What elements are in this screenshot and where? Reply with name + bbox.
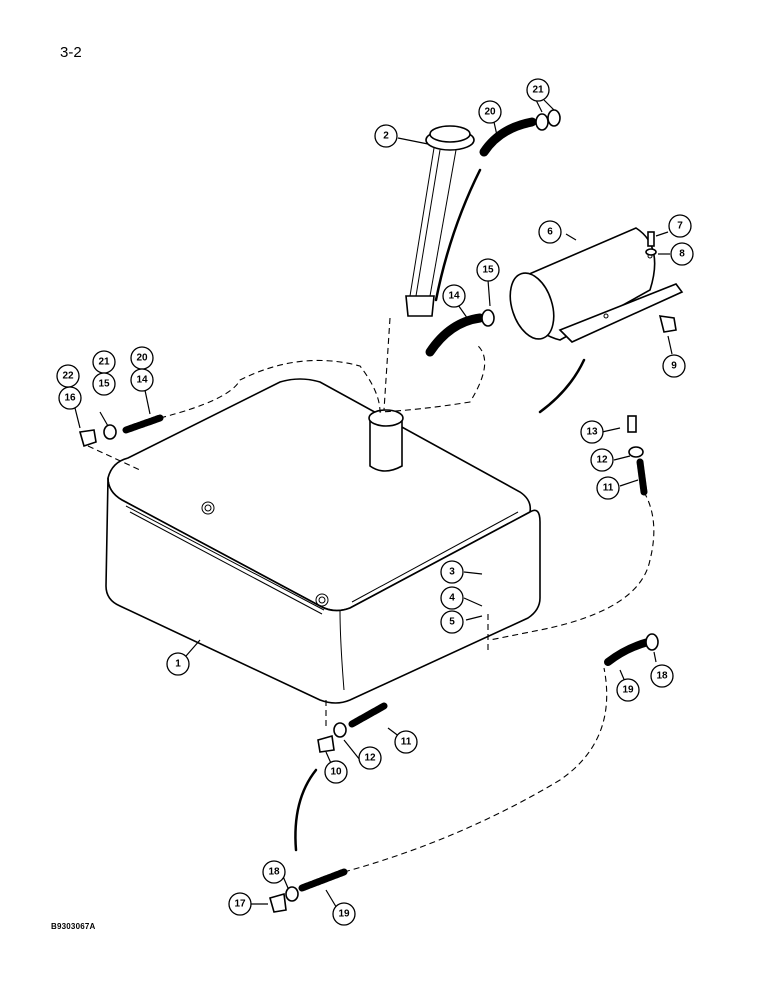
callout-3: 3 <box>440 560 464 584</box>
callout-15-mid: 15 <box>476 258 500 282</box>
callout-7: 7 <box>668 214 692 238</box>
callout-11-right: 11 <box>596 476 620 500</box>
callout-14-left: 14 <box>130 368 154 392</box>
callout-18-right: 18 <box>650 664 674 688</box>
svg-text:20: 20 <box>136 353 148 364</box>
cover-hardware <box>645 231 677 333</box>
svg-text:16: 16 <box>64 393 76 404</box>
svg-text:11: 11 <box>603 483 614 494</box>
leader-lines <box>73 99 673 911</box>
svg-text:12: 12 <box>596 455 608 466</box>
svg-text:13: 13 <box>586 427 598 438</box>
callout-18-bottom: 18 <box>262 860 286 884</box>
svg-text:3: 3 <box>449 567 455 578</box>
svg-text:10: 10 <box>330 767 342 778</box>
page-number: 3-2 <box>60 44 82 61</box>
svg-text:6: 6 <box>547 227 553 238</box>
callout-6: 6 <box>538 220 562 244</box>
callout-9: 9 <box>662 354 686 378</box>
callout-19-bottom: 19 <box>332 902 356 926</box>
svg-text:18: 18 <box>268 867 280 878</box>
svg-text:8: 8 <box>679 249 685 260</box>
callout-1: 1 <box>166 652 190 676</box>
callout-12-bottom: 12 <box>358 746 382 770</box>
callout-5: 5 <box>440 610 464 634</box>
svg-text:19: 19 <box>622 685 634 696</box>
callout-17: 17 <box>228 892 252 916</box>
hose-clamp-icon <box>103 109 659 902</box>
callout-12-right: 12 <box>590 448 614 472</box>
callout-16: 16 <box>58 386 82 410</box>
svg-text:2: 2 <box>383 131 389 142</box>
svg-text:5: 5 <box>449 617 455 628</box>
filler-cap-icon <box>405 125 475 317</box>
elbow-fitting-icon <box>78 415 637 913</box>
fuel-tank-icon <box>105 378 541 704</box>
svg-text:14: 14 <box>136 375 148 386</box>
svg-text:22: 22 <box>62 371 74 382</box>
figure-code: B9303067A <box>51 922 96 931</box>
callout-14-mid: 14 <box>442 284 466 308</box>
svg-text:4: 4 <box>449 593 455 604</box>
callout-8: 8 <box>670 242 694 266</box>
svg-text:21: 21 <box>98 357 110 368</box>
callout-19-right: 19 <box>616 678 640 702</box>
callout-22: 22 <box>56 364 80 388</box>
svg-text:9: 9 <box>671 361 677 372</box>
callout-21-left: 21 <box>92 350 116 374</box>
svg-text:15: 15 <box>98 379 110 390</box>
svg-text:14: 14 <box>448 291 460 302</box>
svg-text:1: 1 <box>175 659 181 670</box>
svg-text:17: 17 <box>234 899 246 910</box>
callout-21-top: 21 <box>526 78 550 102</box>
callout-20-left: 20 <box>130 346 154 370</box>
svg-text:7: 7 <box>677 221 683 232</box>
callout-2: 2 <box>374 124 398 148</box>
svg-text:21: 21 <box>532 85 544 96</box>
callout-20-top: 20 <box>478 100 502 124</box>
callout-11-bottom: 11 <box>394 730 418 754</box>
svg-text:18: 18 <box>656 671 668 682</box>
hose-icon <box>122 117 652 892</box>
callout-13: 13 <box>580 420 604 444</box>
svg-text:15: 15 <box>482 265 494 276</box>
callout-15-left: 15 <box>92 372 116 396</box>
callout-4: 4 <box>440 586 464 610</box>
svg-text:20: 20 <box>484 107 496 118</box>
svg-text:12: 12 <box>364 753 376 764</box>
callout-10: 10 <box>324 760 348 784</box>
cover-icon <box>509 227 684 414</box>
hose-routing-lines <box>87 317 655 873</box>
svg-text:11: 11 <box>401 737 412 748</box>
svg-text:19: 19 <box>338 909 350 920</box>
